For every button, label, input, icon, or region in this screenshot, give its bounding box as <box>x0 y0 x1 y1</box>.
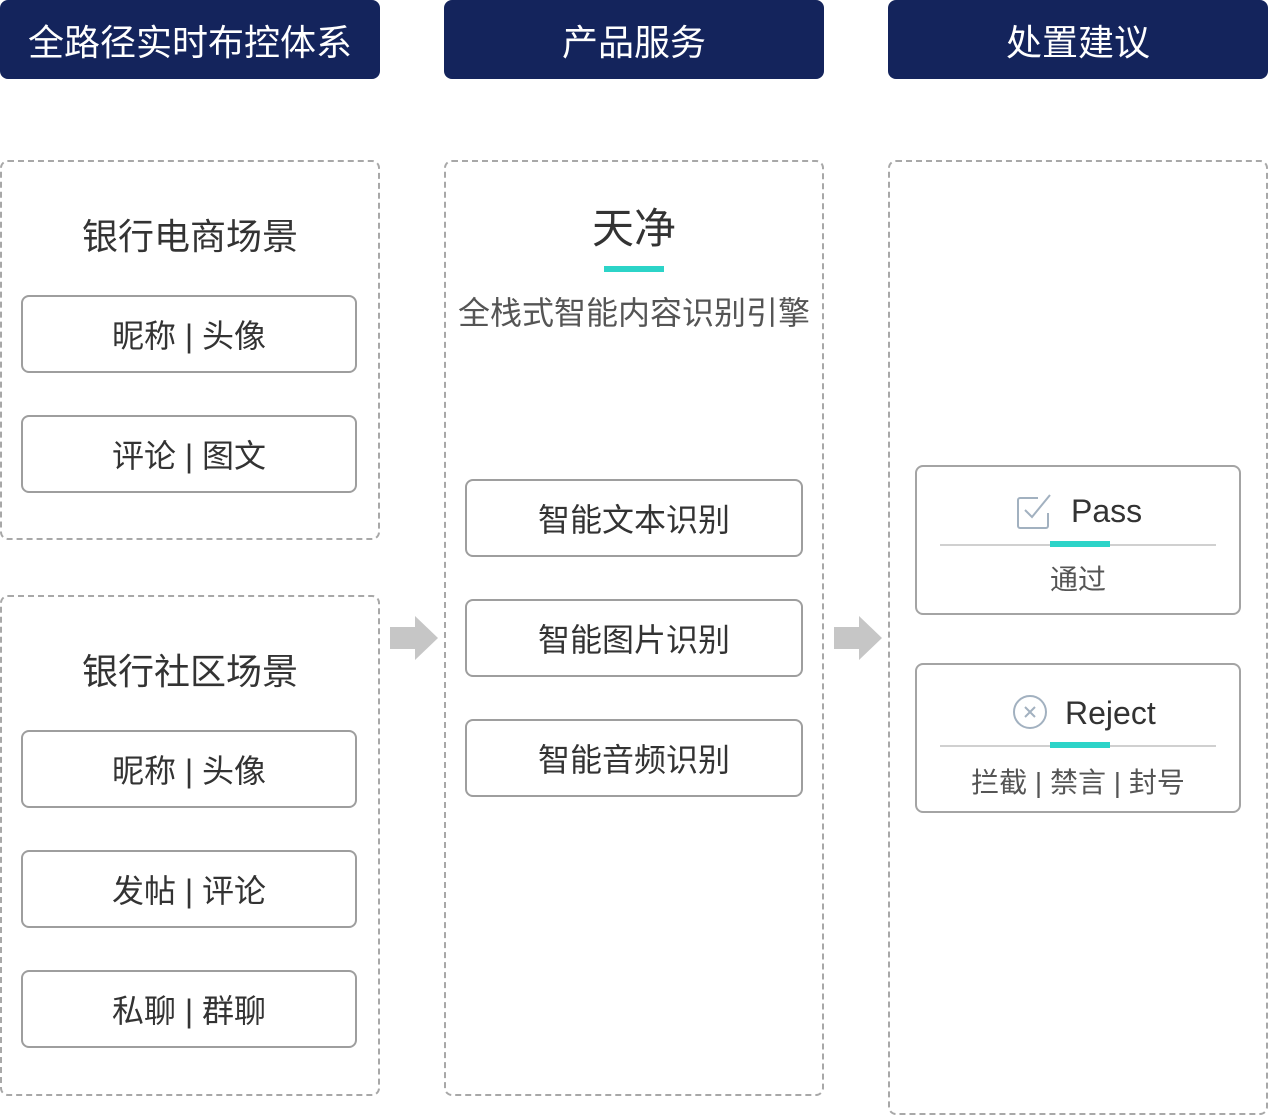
action-label: Pass <box>1071 493 1143 529</box>
scenario-item-label: 发帖 | 评论 <box>111 873 267 909</box>
product-name: 天净 <box>591 205 676 252</box>
column-header-label: 全路径实时布控体系 <box>27 21 352 63</box>
action-card-pass: Pass 通过 <box>915 465 1241 615</box>
scenario-item: 发帖 | 评论 <box>21 850 357 928</box>
service-item: 智能图片识别 <box>465 599 803 677</box>
scenario-item: 昵称 | 头像 <box>21 295 357 373</box>
scenario-item-label: 昵称 | 头像 <box>111 318 267 354</box>
product-tagline: 全栈式智能内容识别引擎 <box>457 295 810 331</box>
column-header-disposal: 处置建议 <box>888 0 1268 79</box>
action-detail: 通过 <box>1049 564 1106 595</box>
scenario-item-label: 评论 | 图文 <box>111 438 267 474</box>
disposal-panel: Pass 通过 Reject 拦截 | 禁言 | 封号 <box>888 160 1268 1115</box>
action-accent-bar <box>1050 742 1110 748</box>
scenario-panel-community: 银行社区场景 昵称 | 头像 发帖 | 评论 私聊 | 群聊 <box>0 595 380 1096</box>
scenario-item-label: 昵称 | 头像 <box>111 753 267 789</box>
service-item-label: 智能文本识别 <box>537 502 730 538</box>
scenario-panel-ecommerce: 银行电商场景 昵称 | 头像 评论 | 图文 <box>0 160 380 540</box>
scenario-item-label: 私聊 | 群聊 <box>111 993 267 1029</box>
service-item-label: 智能音频识别 <box>537 742 730 778</box>
action-accent-bar <box>1050 541 1110 547</box>
product-name-underline <box>604 266 664 272</box>
service-item: 智能文本识别 <box>465 479 803 557</box>
scenario-item: 昵称 | 头像 <box>21 730 357 808</box>
column-header-label: 处置建议 <box>1005 21 1150 63</box>
action-card-reject: Reject 拦截 | 禁言 | 封号 <box>915 663 1241 813</box>
action-label: Reject <box>1065 695 1156 731</box>
column-header-products: 产品服务 <box>444 0 824 79</box>
flow-arrow-icon <box>390 616 438 660</box>
scenario-item: 评论 | 图文 <box>21 415 357 493</box>
column-header-label: 产品服务 <box>561 21 706 63</box>
column-header-monitoring: 全路径实时布控体系 <box>0 0 380 79</box>
scenario-item: 私聊 | 群聊 <box>21 970 357 1048</box>
circle-x-icon <box>1013 695 1047 729</box>
action-detail: 拦截 | 禁言 | 封号 <box>971 767 1185 798</box>
service-item-label: 智能图片识别 <box>537 622 730 658</box>
scenario-title: 银行社区场景 <box>81 651 298 692</box>
service-item: 智能音频识别 <box>465 719 803 797</box>
checkbox-checked-icon <box>1017 494 1051 529</box>
scenario-title: 银行电商场景 <box>81 216 298 257</box>
product-panel: 天净 全栈式智能内容识别引擎 智能文本识别 智能图片识别 智能音频识别 <box>444 160 824 1096</box>
flow-arrow-icon <box>834 616 882 660</box>
